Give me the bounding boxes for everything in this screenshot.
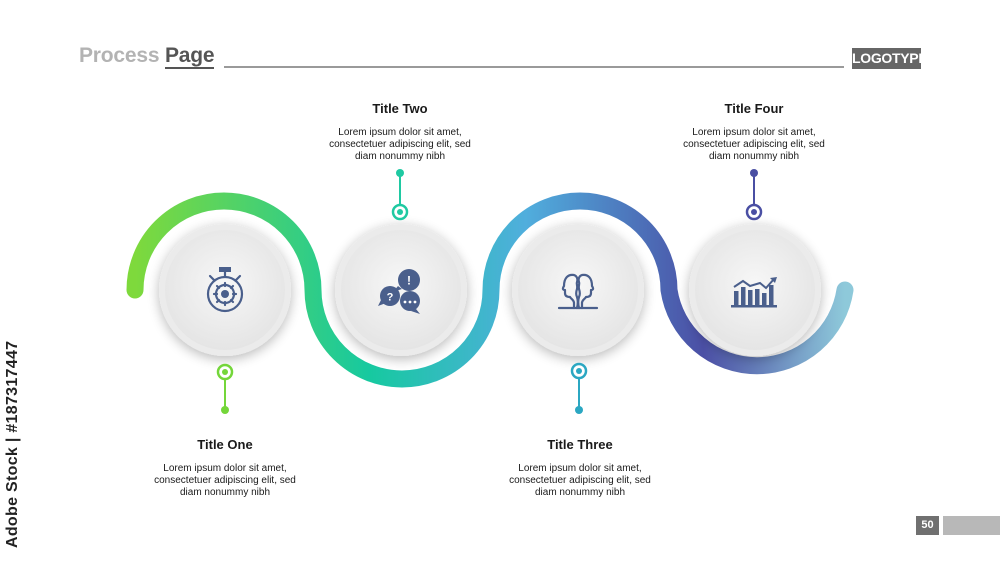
logotype-badge: LOGOTYPE xyxy=(852,48,928,69)
step-desc-3-line-1: Lorem ipsum dolor sit amet, xyxy=(518,463,642,474)
step-desc-2-line-3: diam nonummy nibh xyxy=(354,151,446,162)
chat-bubbles-icon: ! ? xyxy=(378,269,420,314)
step-desc-2-line-1: Lorem ipsum dolor sit amet, xyxy=(338,127,462,138)
step-connector-2 xyxy=(391,169,409,221)
page-title: Process Page xyxy=(79,44,215,69)
step-connector-3 xyxy=(570,362,588,414)
stock-watermark: Adobe Stock | #187317447 xyxy=(4,340,21,548)
svg-text:?: ? xyxy=(387,292,394,304)
step-desc-3-line-2: consectetuer adipiscing elit, sed xyxy=(509,475,651,486)
process-wave-band xyxy=(126,192,854,388)
step-desc-3: Lorem ipsum dolor sit amet, consectetuer… xyxy=(480,463,680,499)
step-desc-3-line-3: diam nonummy nibh xyxy=(534,487,626,498)
step-desc-1-line-1: Lorem ipsum dolor sit amet, xyxy=(163,463,287,474)
page-title-dark: Page xyxy=(164,44,215,69)
step-desc-2-line-2: consectetuer adipiscing elit, sed xyxy=(329,139,471,150)
step-desc-1-line-2: consectetuer adipiscing elit, sed xyxy=(154,475,296,486)
page-title-light: Process xyxy=(79,44,160,67)
step-circle-2 xyxy=(335,224,467,356)
stopwatch-gear-icon xyxy=(206,267,244,313)
page-number-bar xyxy=(943,516,1000,535)
growth-chart-icon xyxy=(731,277,777,308)
step-desc-1: Lorem ipsum dolor sit amet, consectetuer… xyxy=(125,463,325,499)
step-connector-1 xyxy=(216,363,234,414)
step-title-3: Title Three xyxy=(547,437,613,452)
step-desc-4-line-1: Lorem ipsum dolor sit amet, xyxy=(692,127,816,138)
step-circle-3 xyxy=(512,224,644,356)
page-number: 50 xyxy=(916,516,939,535)
step-desc-4: Lorem ipsum dolor sit amet, consectetuer… xyxy=(654,127,854,163)
step-title-1: Title One xyxy=(197,437,253,452)
step-desc-4-line-3: diam nonummy nibh xyxy=(708,151,800,162)
step-title-2: Title Two xyxy=(372,101,428,116)
step-title-4: Title Four xyxy=(724,101,784,116)
two-heads-icon xyxy=(557,273,599,310)
step-desc-1-line-3: diam nonummy nibh xyxy=(179,487,271,498)
header-divider xyxy=(224,66,844,68)
step-desc-4-line-2: consectetuer adipiscing elit, sed xyxy=(683,139,825,150)
svg-text:!: ! xyxy=(407,274,411,288)
step-desc-2: Lorem ipsum dolor sit amet, consectetuer… xyxy=(300,127,500,163)
step-connector-4 xyxy=(745,169,763,221)
